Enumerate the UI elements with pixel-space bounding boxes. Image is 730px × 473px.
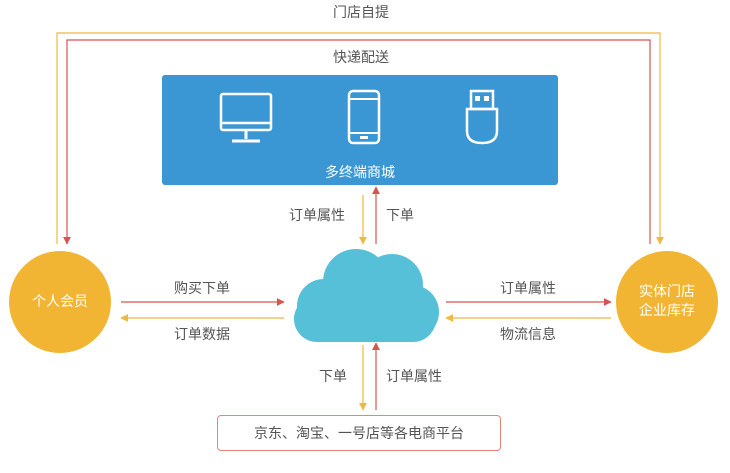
member-label: 个人会员 <box>32 293 88 310</box>
mall-order-attributes-label: 订单属性 <box>289 208 345 224</box>
express-delivery-label: 快递配送 <box>333 50 389 66</box>
usb-drive-icon <box>465 89 499 145</box>
store-order-attributes-label: 订单属性 <box>500 281 556 297</box>
platform-place-order-label: 下单 <box>319 369 347 385</box>
mall-title: 多终端商城 <box>325 165 395 181</box>
store-pickup-label: 门店自提 <box>333 5 389 21</box>
mall-place-order-label: 下单 <box>386 208 414 224</box>
logistics-info-label: 物流信息 <box>500 327 556 343</box>
express-delivery-line <box>63 39 651 245</box>
platform-order-attributes-label: 订单属性 <box>386 369 442 385</box>
monitor-icon <box>219 92 273 143</box>
store-pickup-line <box>56 32 664 245</box>
phone-icon <box>347 89 381 145</box>
store-label-line1: 实体门店 <box>639 284 695 300</box>
buy-order-label: 购买下单 <box>174 281 230 297</box>
store-label-line2: 企业库存 <box>639 303 695 319</box>
order-data-label: 订单数据 <box>174 327 230 343</box>
physical-store-node: 实体门店 企业库存 <box>616 251 718 353</box>
cloud-icon <box>294 249 439 342</box>
ecommerce-platforms-box: 京东、淘宝、一号店等各电商平台 <box>217 415 501 451</box>
platforms-label: 京东、淘宝、一号店等各电商平台 <box>254 426 464 442</box>
personal-member-node: 个人会员 <box>9 251 111 353</box>
multi-terminal-mall: 多终端商城 <box>162 75 558 185</box>
